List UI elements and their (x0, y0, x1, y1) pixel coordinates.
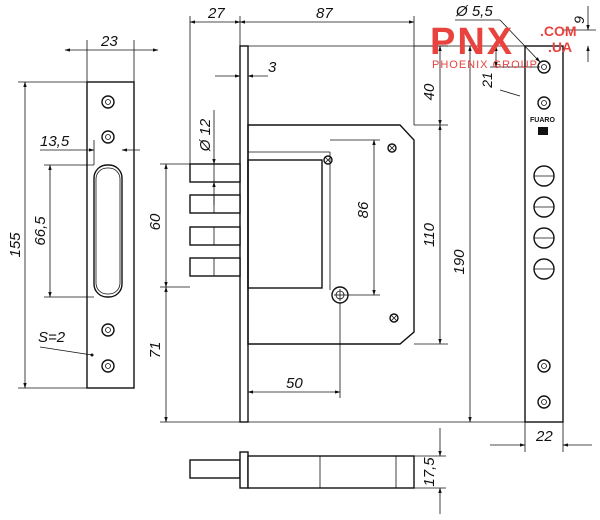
svg-text:155: 155 (7, 232, 24, 258)
dimension-40: 40 (414, 45, 448, 126)
bolt-hole-icon (533, 258, 555, 280)
svg-text:17,5: 17,5 (421, 457, 438, 487)
svg-text:50: 50 (286, 375, 303, 392)
svg-text:23: 23 (100, 33, 118, 50)
strike-screw-hole-icon (101, 95, 115, 109)
svg-text:110: 110 (421, 222, 438, 247)
svg-text:66,5: 66,5 (32, 216, 49, 246)
dimension-60: 60 (147, 163, 190, 288)
svg-text:21: 21 (479, 72, 495, 89)
lock-side-view (189, 451, 415, 489)
dimension-110: 110 (414, 124, 448, 345)
faceplate-front: FUARO (524, 45, 564, 423)
faceplate-screw-hole-icon (537, 96, 551, 110)
lock-front-view (189, 45, 415, 423)
svg-text:PNX: PNX (430, 21, 514, 63)
svg-text:13,5: 13,5 (40, 133, 70, 150)
svg-text:PHOENIX GROUP: PHOENIX GROUP (432, 59, 538, 71)
svg-text:Ø 5,5: Ø 5,5 (455, 3, 493, 20)
faceplate-brand: FUARO (530, 117, 555, 124)
thickness-label: S=2 (38, 329, 94, 357)
strike-plate (86, 81, 135, 389)
dimension-155: 155 (7, 81, 87, 389)
svg-text:22: 22 (535, 428, 553, 445)
svg-text:3: 3 (268, 59, 277, 76)
bolt-hole-icon (533, 196, 555, 218)
dimension-50: 50 (247, 303, 341, 398)
svg-text:.UA: .UA (548, 39, 572, 55)
bolt-icon (189, 226, 241, 246)
svg-text:71: 71 (147, 342, 164, 359)
svg-text:87: 87 (316, 5, 333, 22)
dimension-190: 190 (248, 45, 525, 423)
svg-text:.COM: .COM (540, 23, 577, 39)
dimension-diameter-12: Ø 12 (197, 110, 216, 205)
svg-text:86: 86 (355, 201, 372, 218)
bolt-icon (189, 163, 241, 183)
svg-text:60: 60 (147, 213, 164, 230)
svg-text:9: 9 (571, 16, 587, 24)
dimension-23: 23 (64, 33, 159, 82)
bolt-icon (189, 194, 241, 214)
screw-icon (323, 155, 333, 165)
dimension-21: 21 (479, 45, 540, 97)
bolt-hole-icon (533, 165, 555, 187)
strike-screw-hole-icon (101, 359, 115, 373)
screw-icon (389, 313, 399, 323)
faceplate-screw-hole-icon (537, 359, 551, 373)
dimension-13-5: 13,5 (40, 133, 140, 165)
dimension-22: 22 (490, 422, 592, 452)
svg-text:190: 190 (451, 249, 468, 275)
svg-text:27: 27 (207, 5, 225, 22)
dimension-87: 87 (239, 5, 415, 125)
dimension-86: 86 (330, 139, 380, 296)
dimension-66-5: 66,5 (32, 164, 94, 298)
dimension-17-5: 17,5 (414, 428, 446, 514)
screw-icon (387, 143, 397, 153)
bolt-hole-icon (533, 227, 555, 249)
bolt-icon (189, 257, 241, 277)
pnx-watermark-logo: PNX .COM .UA PHOENIX GROUP (430, 21, 577, 71)
dimension-diameter-5-5: Ø 5,5 (455, 3, 541, 63)
strike-screw-hole-icon (101, 130, 115, 144)
dimension-3: 3 (215, 59, 277, 78)
faceplate-screw-hole-icon (537, 395, 551, 409)
svg-text:Ø 12: Ø 12 (197, 118, 214, 152)
dimension-71: 71 (147, 286, 240, 423)
dimension-27: 27 (189, 5, 241, 164)
dimension-9: 9 (563, 6, 596, 62)
spindle-hole-icon (331, 286, 349, 304)
strike-screw-hole-icon (101, 323, 115, 337)
svg-text:40: 40 (421, 83, 438, 100)
svg-text:S=2: S=2 (38, 329, 66, 346)
